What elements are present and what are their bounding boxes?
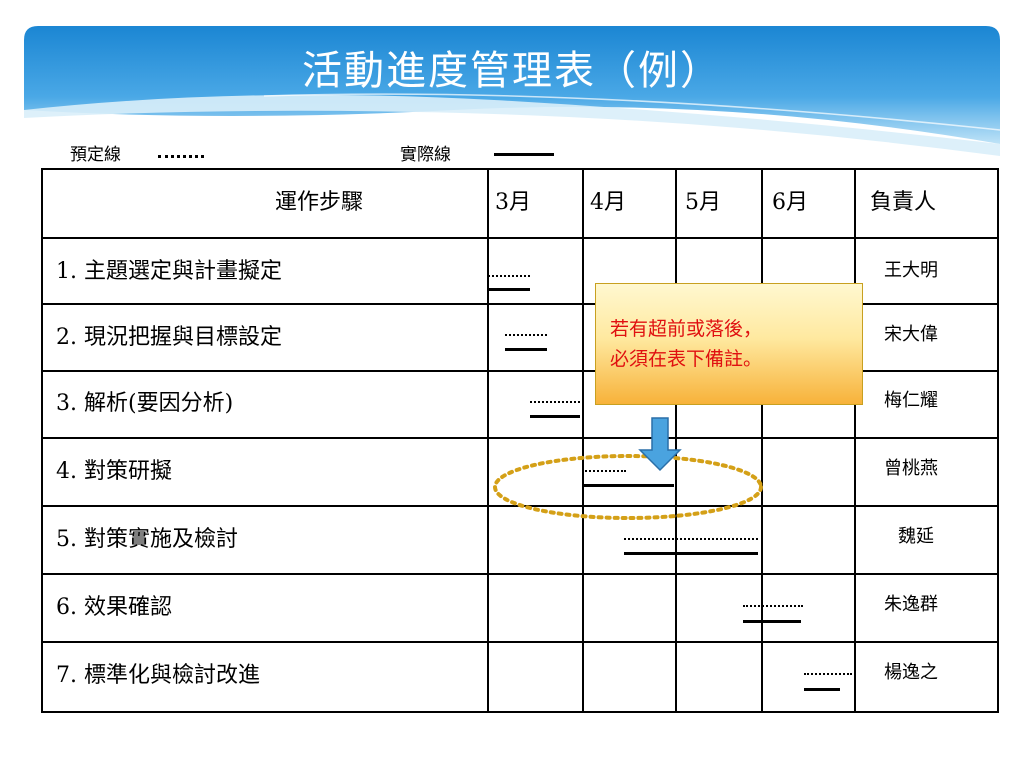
- note-line-2: 必須在表下備註。: [610, 348, 763, 370]
- planned-bar: [582, 470, 626, 472]
- planned-bar: [743, 605, 803, 607]
- planned-bar: [488, 275, 530, 277]
- owner-name: 魏延: [898, 526, 934, 547]
- planned-bar: [804, 673, 852, 675]
- actual-bar: [624, 552, 758, 555]
- step-name: 7. 標準化與檢討改進: [56, 663, 260, 688]
- step-column-header: 運作步驟: [275, 190, 364, 215]
- month-header-may: 5月: [685, 190, 721, 215]
- actual-bar: [488, 288, 530, 291]
- owner-name: 宋大偉: [884, 324, 938, 345]
- step-name: 6. 效果確認: [56, 595, 172, 620]
- step-name: 5. 對策實施及檢討: [56, 527, 238, 552]
- note-line-1: 若有超前或落後，: [610, 318, 763, 340]
- actual-bar: [582, 484, 674, 487]
- month-header-apr: 4月: [590, 190, 626, 215]
- month-header-mar: 3月: [495, 190, 531, 215]
- owner-column-header: 負責人: [870, 190, 937, 215]
- planned-line-legend-label: 預定線: [70, 145, 121, 165]
- step-name: 2. 現況把握與目標設定: [56, 325, 282, 350]
- actual-line-legend-label: 實際線: [400, 145, 451, 165]
- note-callout: 若有超前或落後， 必須在表下備註。: [595, 283, 863, 405]
- actual-line-sample: [494, 153, 554, 156]
- schedule-table: [41, 168, 999, 713]
- step-name: 4. 對策研擬: [56, 459, 172, 484]
- highlight-ellipse: [493, 454, 763, 520]
- title-banner: [24, 26, 1000, 156]
- planned-bar: [624, 538, 758, 540]
- down-arrow-icon: [638, 417, 682, 472]
- planned-bar: [530, 401, 580, 403]
- month-header-jun: 6月: [772, 190, 808, 215]
- owner-name: 梅仁耀: [884, 390, 938, 411]
- step-name: 1. 主題選定與計畫擬定: [56, 259, 282, 284]
- actual-bar: [804, 688, 840, 691]
- owner-name: 楊逸之: [884, 662, 938, 683]
- owner-name: 朱逸群: [884, 594, 938, 615]
- actual-bar: [743, 620, 801, 623]
- owner-name: 曾桃燕: [884, 458, 938, 479]
- owner-name: 王大明: [884, 260, 938, 281]
- planned-bar: [505, 334, 547, 336]
- page-title: 活動進度管理表（例）: [302, 48, 722, 94]
- step-name: 3. 解析(要因分析): [56, 391, 234, 416]
- actual-bar: [505, 348, 547, 351]
- planned-line-sample: [158, 155, 204, 158]
- actual-bar: [530, 415, 580, 418]
